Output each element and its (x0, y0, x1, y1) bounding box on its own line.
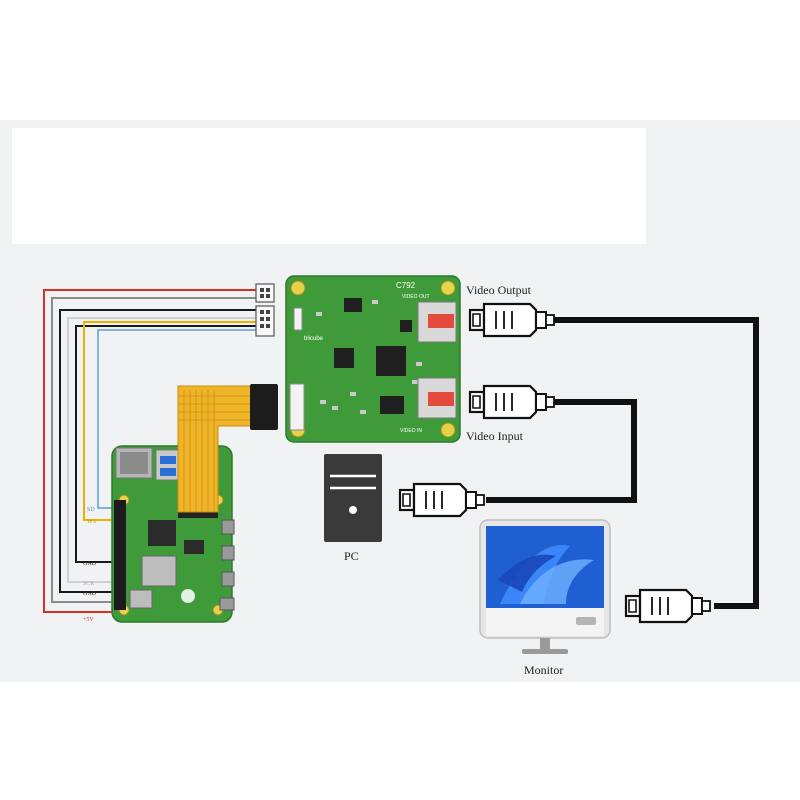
pin-label-5v: +5V (83, 617, 94, 623)
board-out-marking: VIDEO OUT (402, 294, 430, 300)
pin-labels: SD WS GND SCK GND +5V (83, 507, 97, 623)
wire-black-gnd (59, 309, 258, 593)
raspberry-pi-logo-icon (181, 589, 195, 603)
fpc-socket (289, 383, 305, 431)
monitor-stand (540, 638, 550, 650)
audio-wires (43, 289, 258, 613)
pc-tower-icon (324, 454, 382, 542)
gpio-header (114, 500, 126, 610)
pin-label-sd: SD (87, 507, 95, 513)
audio-connector-2pin (255, 283, 275, 303)
windows-logo-icon (498, 544, 594, 604)
cable-output-to-monitor (554, 317, 759, 609)
pin-label-gnd1: GND (83, 561, 97, 567)
hdmi-cables (486, 317, 759, 609)
wire-red (43, 289, 258, 613)
wire-blue-sd (97, 329, 258, 509)
label-video-input: Video Input (466, 429, 524, 443)
pin-label-sck: SCK (83, 581, 95, 587)
cable-input-to-pc (486, 399, 637, 503)
board-brand: blicube (304, 336, 324, 342)
main-chip (376, 346, 406, 376)
pin-label-gnd2: GND (83, 591, 97, 597)
label-video-output: Video Output (466, 283, 532, 297)
fpc-connector-end (250, 384, 278, 430)
header-blank-box (12, 128, 646, 244)
board-model: C792 (396, 281, 416, 290)
label-pc: PC (344, 549, 359, 563)
c792-board: blicube C792 VIDEO OUT VIDEO IN (285, 275, 461, 443)
wire-gray (51, 297, 258, 603)
wire-black-gnd2 (75, 325, 258, 563)
board-in-marking: VIDEO IN (400, 428, 422, 434)
pin-label-ws: WS (87, 519, 96, 525)
wire-white-sck (67, 317, 258, 583)
monitor-icon (479, 519, 611, 654)
soc-chip (141, 555, 177, 587)
fpc-ribbon-cable (177, 384, 278, 513)
audio-connector-4pin (255, 305, 275, 337)
label-monitor: Monitor (524, 663, 563, 677)
wire-yellow-ws (83, 321, 258, 521)
